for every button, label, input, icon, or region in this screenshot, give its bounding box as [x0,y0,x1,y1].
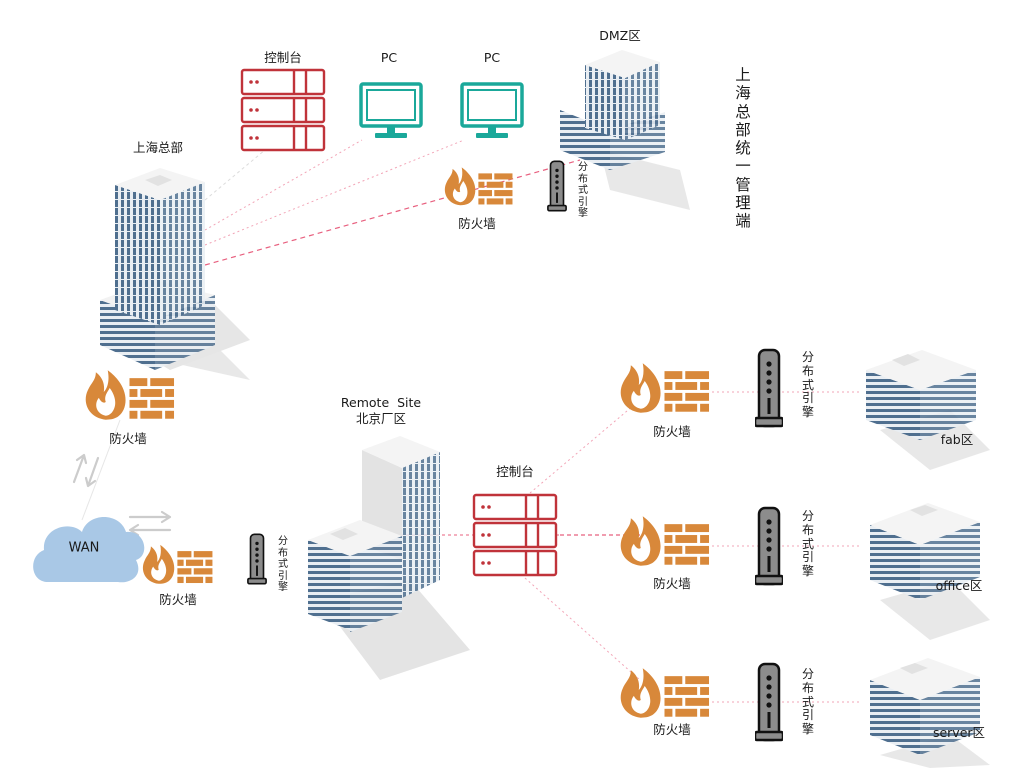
firewall-hq-label: 防火墙 [109,431,147,446]
engine-office-label: 分布式引擎 [801,509,814,579]
server-building-icon [870,658,990,768]
fab-label: fab区 [940,432,974,447]
firewall-server-label: 防火墙 [653,722,691,737]
hq-building-icon [100,168,250,380]
wan-cloud-icon [33,517,145,583]
links [81,139,860,703]
engine-server-icon [755,662,783,742]
engine-dmz-label: 分布式引擎 [578,162,588,219]
pc1-label: PC [380,50,398,65]
diagram-title: 上海总部统一管理端 [735,66,751,231]
remote-building-icon [308,436,470,680]
firewall-wan-icon [142,544,213,584]
firewall-office-icon [620,516,710,566]
firewall-hq-icon [85,370,175,420]
server-label: server区 [932,725,986,740]
firewall-dmz-label: 防火墙 [458,216,496,231]
firewall-dmz-icon [444,167,513,206]
wan-arrows-hq [72,453,100,488]
link-hq-dmz [204,159,581,266]
firewall-server-icon [620,668,710,718]
dmz-label: DMZ区 [599,28,641,43]
link-hq-console [204,149,266,201]
firewall-office-label: 防火墙 [653,576,691,591]
firewall-fab-icon [620,363,710,413]
firewall-fab-label: 防火墙 [653,424,691,439]
wan-arrows-remote [128,510,172,537]
engine-fab-label: 分布式引擎 [801,350,814,420]
link-console-fab [529,399,641,494]
console-top-label: 控制台 [264,50,302,65]
console-top-server-icon [240,68,326,152]
engine-wan-icon [246,533,268,585]
pc2-monitor-icon [460,82,524,140]
fab-building-icon [866,350,990,470]
link-hq-wan [81,419,121,521]
console-remote-label: 控制台 [496,464,534,479]
console-remote-server-icon [472,493,558,577]
engine-dmz-icon [546,160,568,212]
engine-server-label: 分布式引擎 [801,667,814,737]
remote-site-label-line1: Remote Site [340,395,422,410]
hq-label: 上海总部 [132,140,184,155]
firewall-wan-label: 防火墙 [159,592,197,607]
dmz-building-icon [560,50,690,210]
pc1-monitor-icon [359,82,423,140]
engine-wan-label: 分布式引擎 [278,536,288,593]
engine-fab-icon [755,348,783,428]
office-label: office区 [935,578,983,593]
link-hq-pc1 [204,139,363,231]
engine-office-icon [755,506,783,586]
remote-site-label-line2: 北京厂区 [355,411,407,426]
link-hq-pc2 [204,139,465,246]
office-building-icon [870,503,990,640]
link-console-server [524,577,641,681]
pc2-label: PC [483,50,501,65]
wan-label: WAN [68,540,100,556]
